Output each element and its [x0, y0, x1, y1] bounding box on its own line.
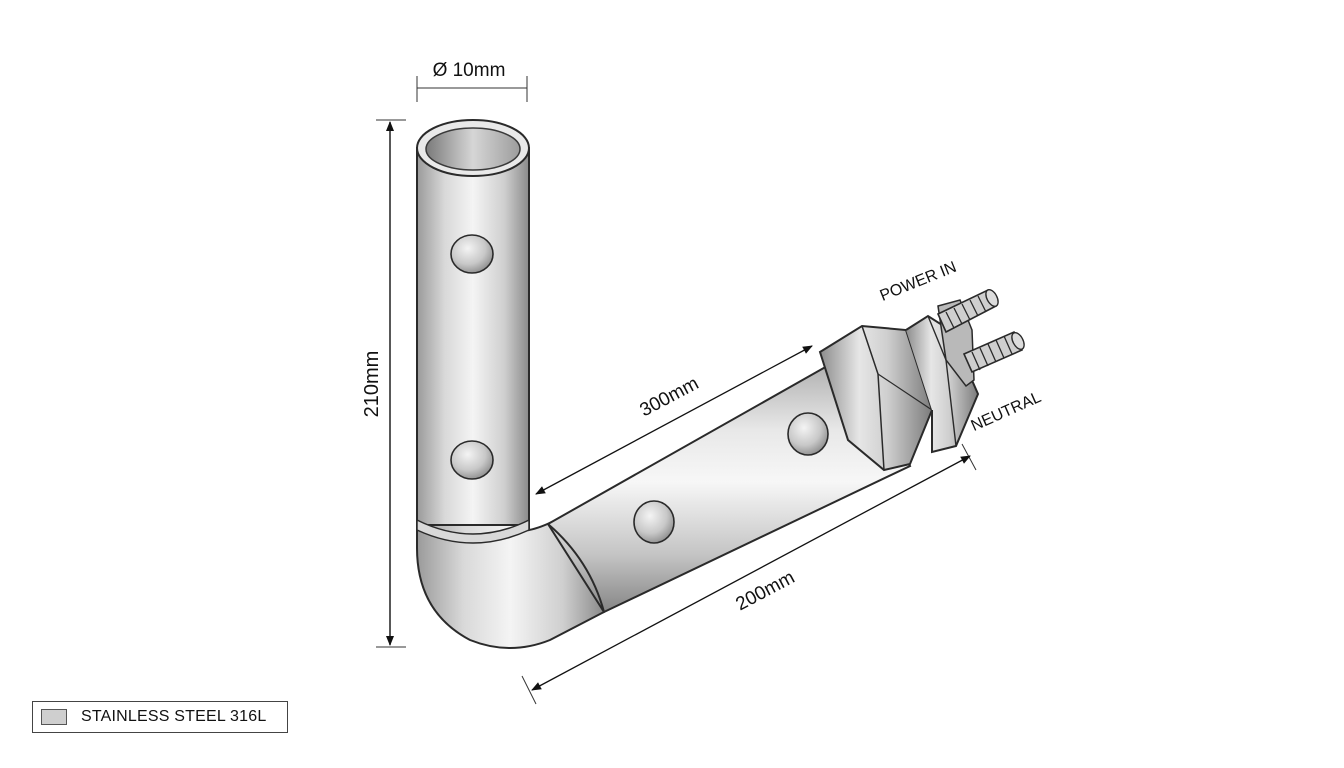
power-in-label: POWER IN	[878, 259, 959, 305]
tube-dimple	[450, 234, 494, 274]
dimension-diameter: Ø 10mm	[416, 60, 528, 102]
diameter-label: Ø 10mm	[433, 60, 506, 81]
terminal-stud-power	[936, 288, 999, 334]
material-legend: STAINLESS STEEL 316L	[32, 701, 288, 733]
tube-dimple	[450, 440, 494, 480]
vertical-length-label: 210mm	[361, 351, 383, 418]
diagonal-lower-length-label: 200mm	[733, 567, 799, 615]
terminal-stud-neutral	[962, 330, 1025, 374]
tube-dimple	[633, 500, 675, 544]
neutral-label: NEUTRAL	[969, 389, 1044, 435]
material-swatch	[41, 709, 67, 725]
dimension-vertical: 210mm	[361, 119, 406, 648]
material-legend-label: STAINLESS STEEL 316L	[81, 708, 267, 725]
tube-dimple	[787, 412, 829, 456]
diagonal-upper-length-label: 300mm	[637, 373, 703, 421]
vertical-tube	[416, 119, 530, 529]
